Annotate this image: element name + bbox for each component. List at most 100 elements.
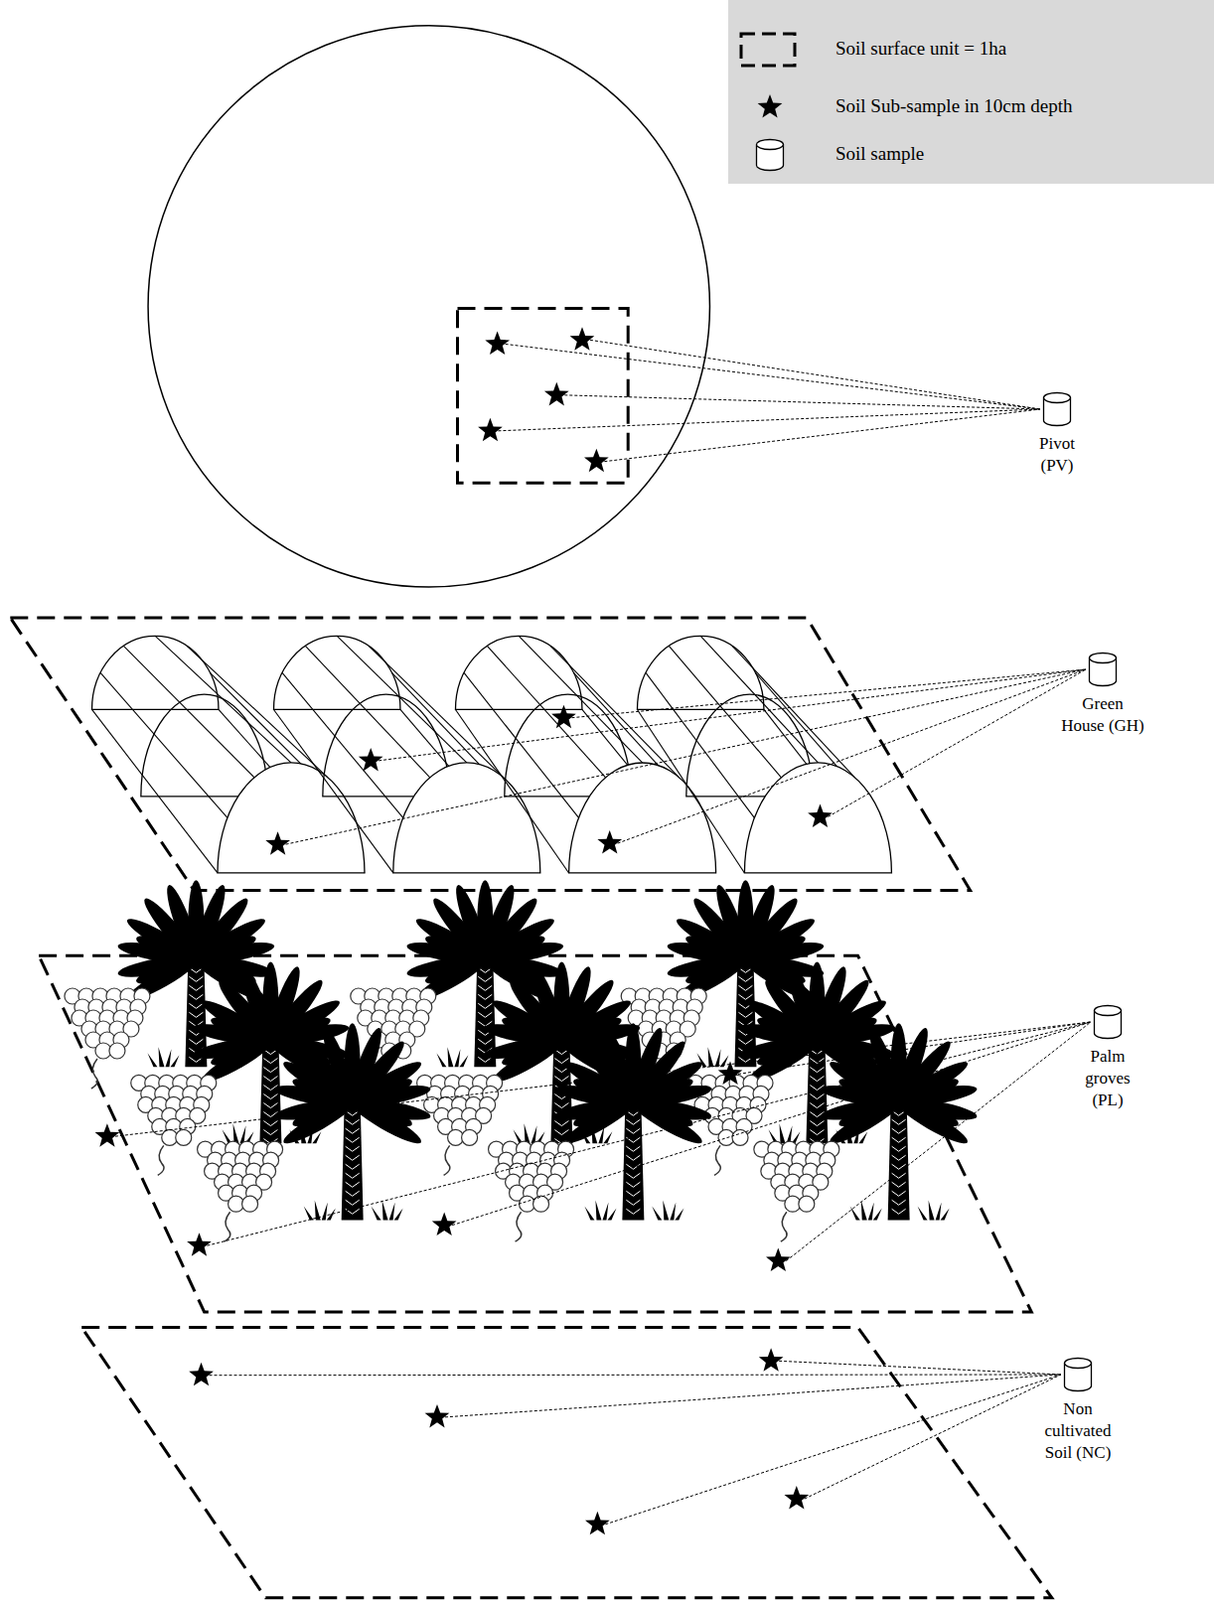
leader-line [571, 669, 1086, 719]
legend-cylinder [757, 140, 784, 171]
sub-sample-star [758, 1348, 784, 1372]
trunk-texture [352, 1209, 360, 1214]
trunk-texture [745, 1012, 753, 1018]
legend-sample [738, 135, 800, 177]
leader-line [564, 395, 1041, 410]
trunk-texture [892, 1191, 900, 1197]
grape-berry [109, 1043, 126, 1060]
vine-tendril [444, 1145, 451, 1176]
trunk-texture [477, 1030, 485, 1036]
sub-sample-star [265, 831, 291, 856]
trunk-texture [738, 1039, 746, 1045]
trunk-texture [816, 1121, 824, 1127]
palm-frond [810, 1012, 880, 1051]
trunk-texture [554, 1094, 562, 1100]
sub-sample-star [358, 748, 384, 772]
leader-line [785, 1022, 1091, 1262]
leader-line [605, 1374, 1062, 1525]
palm-trunk [888, 1102, 911, 1220]
trunk-texture [809, 1130, 817, 1136]
tunnel-rib [336, 635, 467, 762]
trunk-texture [477, 985, 485, 991]
trunk-texture [345, 1173, 353, 1179]
palm-frond [683, 930, 753, 969]
trunk-texture [484, 1012, 492, 1018]
trunk-texture [188, 976, 196, 982]
trunk-texture [816, 1076, 824, 1082]
palm-frond [189, 930, 259, 969]
cylinder-top [1064, 1359, 1092, 1369]
sub-sample-star [551, 705, 577, 730]
trunk-texture [477, 1039, 485, 1045]
grass-tuft [436, 1047, 468, 1067]
trunk-texture [809, 1085, 817, 1091]
leader-line [286, 669, 1086, 845]
sub-sample-star [544, 382, 570, 407]
trunk-texture [352, 1173, 360, 1179]
grass-tuft [222, 1123, 255, 1144]
trunk-texture [625, 1119, 633, 1125]
trunk-texture [554, 1103, 562, 1109]
leader-line [209, 1374, 1062, 1377]
surface-unit-outline [457, 308, 629, 484]
trunk-texture [352, 1164, 360, 1170]
trunk-texture [345, 1182, 353, 1188]
trunk-texture [632, 1164, 640, 1170]
legend-star [758, 94, 783, 119]
grass-tuft [584, 1200, 616, 1220]
trunk-texture [561, 1121, 569, 1127]
trunk-texture [554, 1059, 562, 1064]
trunk-texture [625, 1173, 633, 1179]
trunk-texture [263, 1059, 271, 1064]
trunk-texture [899, 1200, 907, 1206]
trunk-texture [632, 1119, 640, 1125]
trunk-texture [554, 1130, 562, 1136]
trunk-texture [188, 1039, 196, 1045]
trunk-texture [738, 1012, 746, 1018]
vine-tendril [714, 1145, 721, 1176]
tunnel-arch [217, 762, 365, 874]
cylinder-top [1094, 1006, 1122, 1017]
sub-sample-star [585, 1512, 610, 1536]
grape-berry [732, 1129, 749, 1146]
trunk-texture [477, 1003, 485, 1009]
trunk-texture [484, 1039, 492, 1045]
sub-sample-star [432, 1213, 457, 1237]
soil-sample-node: Non cultivated Soil (NC) [1038, 1357, 1118, 1465]
surface-unit-outline [9, 617, 970, 892]
leader-line [445, 1374, 1062, 1418]
palm-frond [422, 930, 491, 969]
trunk-texture [484, 985, 492, 991]
trunk-texture [345, 1128, 353, 1134]
trunk-texture [195, 1003, 203, 1009]
trunk-texture [195, 976, 203, 982]
soil-sample-cylinder [1092, 1004, 1123, 1041]
trunk-texture [899, 1128, 907, 1134]
trunk-texture [816, 1094, 824, 1100]
grape-berry [461, 1129, 478, 1146]
leader-line [115, 1022, 1091, 1137]
sub-sample-star [597, 830, 622, 855]
tunnel-arch [92, 635, 219, 710]
trunk-texture [632, 1182, 640, 1188]
palm-frond [892, 1073, 961, 1112]
vine-tendril [224, 1212, 231, 1242]
trunk-texture [625, 1191, 633, 1197]
trunk-texture [352, 1200, 360, 1206]
trunk-texture [899, 1146, 907, 1152]
leader-line [590, 339, 1041, 410]
trunk-texture [625, 1128, 633, 1134]
sub-sample-star [95, 1123, 121, 1148]
trunk-texture [745, 985, 753, 991]
trunk-texture [263, 1094, 271, 1100]
trunk-texture [270, 1130, 278, 1136]
tunnel-arch [393, 762, 541, 874]
site-label: Pivot (PV) [1029, 433, 1085, 477]
grass-tuft [513, 1123, 546, 1144]
palm-frond [208, 1012, 278, 1051]
grass-tuft [917, 1200, 950, 1220]
legend-sample [738, 29, 800, 72]
leader-line [604, 409, 1041, 462]
trunk-texture [195, 1039, 203, 1045]
vine-tendril [780, 1212, 787, 1242]
